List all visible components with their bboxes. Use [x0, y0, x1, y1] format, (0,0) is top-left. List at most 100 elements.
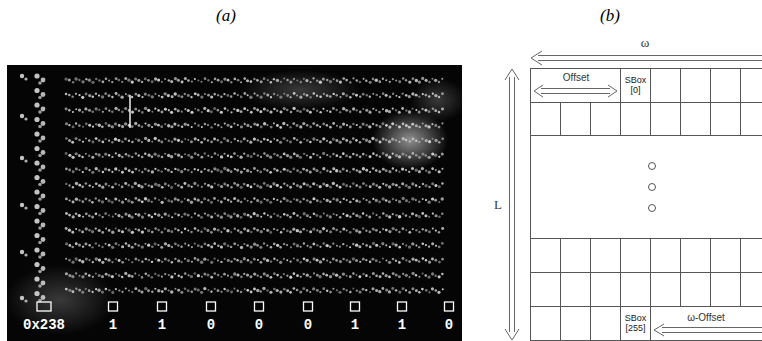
memory-cell	[115, 227, 117, 229]
memory-cell	[230, 125, 233, 128]
memory-cell	[210, 95, 213, 98]
memory-cell	[339, 111, 342, 114]
memory-cell	[184, 198, 186, 200]
memory-cell	[173, 123, 176, 126]
memory-cell	[138, 274, 140, 276]
memory-cell	[405, 169, 407, 171]
memory-cell	[438, 96, 440, 98]
memory-cell	[346, 289, 348, 291]
memory-cell	[168, 289, 170, 291]
memory-cell	[180, 246, 182, 248]
memory-cell	[38, 96, 42, 100]
memory-cell	[230, 200, 232, 202]
memory-cell	[382, 168, 385, 171]
memory-cell	[441, 242, 444, 245]
memory-cell	[131, 291, 133, 293]
memory-cell	[177, 274, 180, 277]
memory-cell	[256, 124, 259, 127]
memory-cell	[38, 241, 42, 245]
memory-cell	[260, 96, 263, 99]
bit-value: 0	[255, 318, 263, 333]
memory-cell	[339, 216, 342, 219]
memory-cell	[421, 228, 424, 231]
memory-cell	[260, 230, 263, 233]
memory-cell	[177, 289, 180, 292]
memory-cell	[263, 212, 265, 214]
memory-cell	[378, 186, 381, 189]
memory-cell	[272, 182, 275, 185]
memory-cell	[246, 289, 249, 292]
memory-cell	[243, 137, 246, 140]
dimension-label: ω	[641, 36, 650, 50]
memory-cell	[236, 169, 239, 172]
memory-cell	[154, 227, 157, 230]
memory-cell	[24, 253, 27, 256]
memory-cell	[105, 227, 107, 229]
memory-cell	[177, 184, 180, 187]
memory-cell	[384, 274, 387, 277]
memory-cell	[259, 110, 262, 113]
memory-cell	[441, 182, 444, 185]
memory-cell	[88, 139, 91, 142]
memory-cell	[141, 111, 144, 114]
memory-cell	[88, 79, 91, 82]
memory-cell	[114, 197, 117, 200]
memory-cell	[164, 123, 166, 125]
memory-cell	[276, 259, 278, 261]
memory-cell	[385, 124, 388, 127]
memory-cell	[385, 229, 388, 232]
memory-cell	[226, 94, 229, 97]
memory-cell	[253, 258, 256, 261]
memory-cell	[332, 227, 335, 230]
memory-cell	[389, 96, 392, 99]
memory-cell	[230, 141, 232, 143]
memory-cell	[408, 276, 410, 278]
memory-cell	[401, 287, 404, 290]
memory-cell	[352, 107, 355, 110]
memory-cell	[161, 96, 164, 99]
memory-cell	[306, 199, 309, 202]
memory-cell	[148, 154, 151, 157]
memory-cell	[135, 152, 137, 154]
memory-cell	[170, 155, 173, 158]
memory-cell	[64, 77, 67, 80]
memory-cell	[362, 182, 365, 185]
memory-cell	[309, 96, 312, 99]
memory-cell	[388, 185, 391, 188]
memory-cell	[246, 124, 249, 127]
memory-cell	[170, 290, 173, 293]
memory-cell	[190, 140, 193, 143]
memory-cell	[168, 274, 170, 276]
memory-cell	[306, 169, 309, 172]
memory-cell	[95, 257, 98, 260]
memory-cell	[395, 79, 397, 81]
memory-cell	[359, 141, 362, 144]
memory-cell	[201, 186, 203, 188]
memory-cell	[174, 258, 176, 260]
memory-cell	[230, 155, 233, 158]
memory-cell	[418, 276, 420, 278]
memory-cell	[299, 110, 302, 113]
memory-cell	[438, 231, 440, 233]
memory-cell	[200, 231, 203, 234]
memory-cell	[34, 160, 39, 165]
memory-cell	[105, 107, 108, 110]
memory-cell	[355, 94, 358, 97]
memory-cell	[378, 201, 381, 204]
memory-cell	[168, 109, 170, 111]
memory-cell	[250, 126, 252, 128]
memory-grid	[530, 238, 762, 239]
memory-cell	[306, 139, 309, 142]
memory-cell	[230, 231, 232, 233]
memory-cell	[249, 96, 252, 99]
bit-marker	[37, 302, 454, 311]
memory-cell	[102, 216, 104, 218]
memory-cell	[273, 122, 275, 124]
memory-cell	[299, 156, 302, 159]
memory-cell	[362, 153, 365, 156]
memory-cell	[300, 276, 302, 278]
memory-cell	[108, 124, 111, 127]
memory-cell	[223, 288, 225, 290]
memory-cell	[441, 122, 443, 124]
memory-cell	[296, 94, 298, 96]
